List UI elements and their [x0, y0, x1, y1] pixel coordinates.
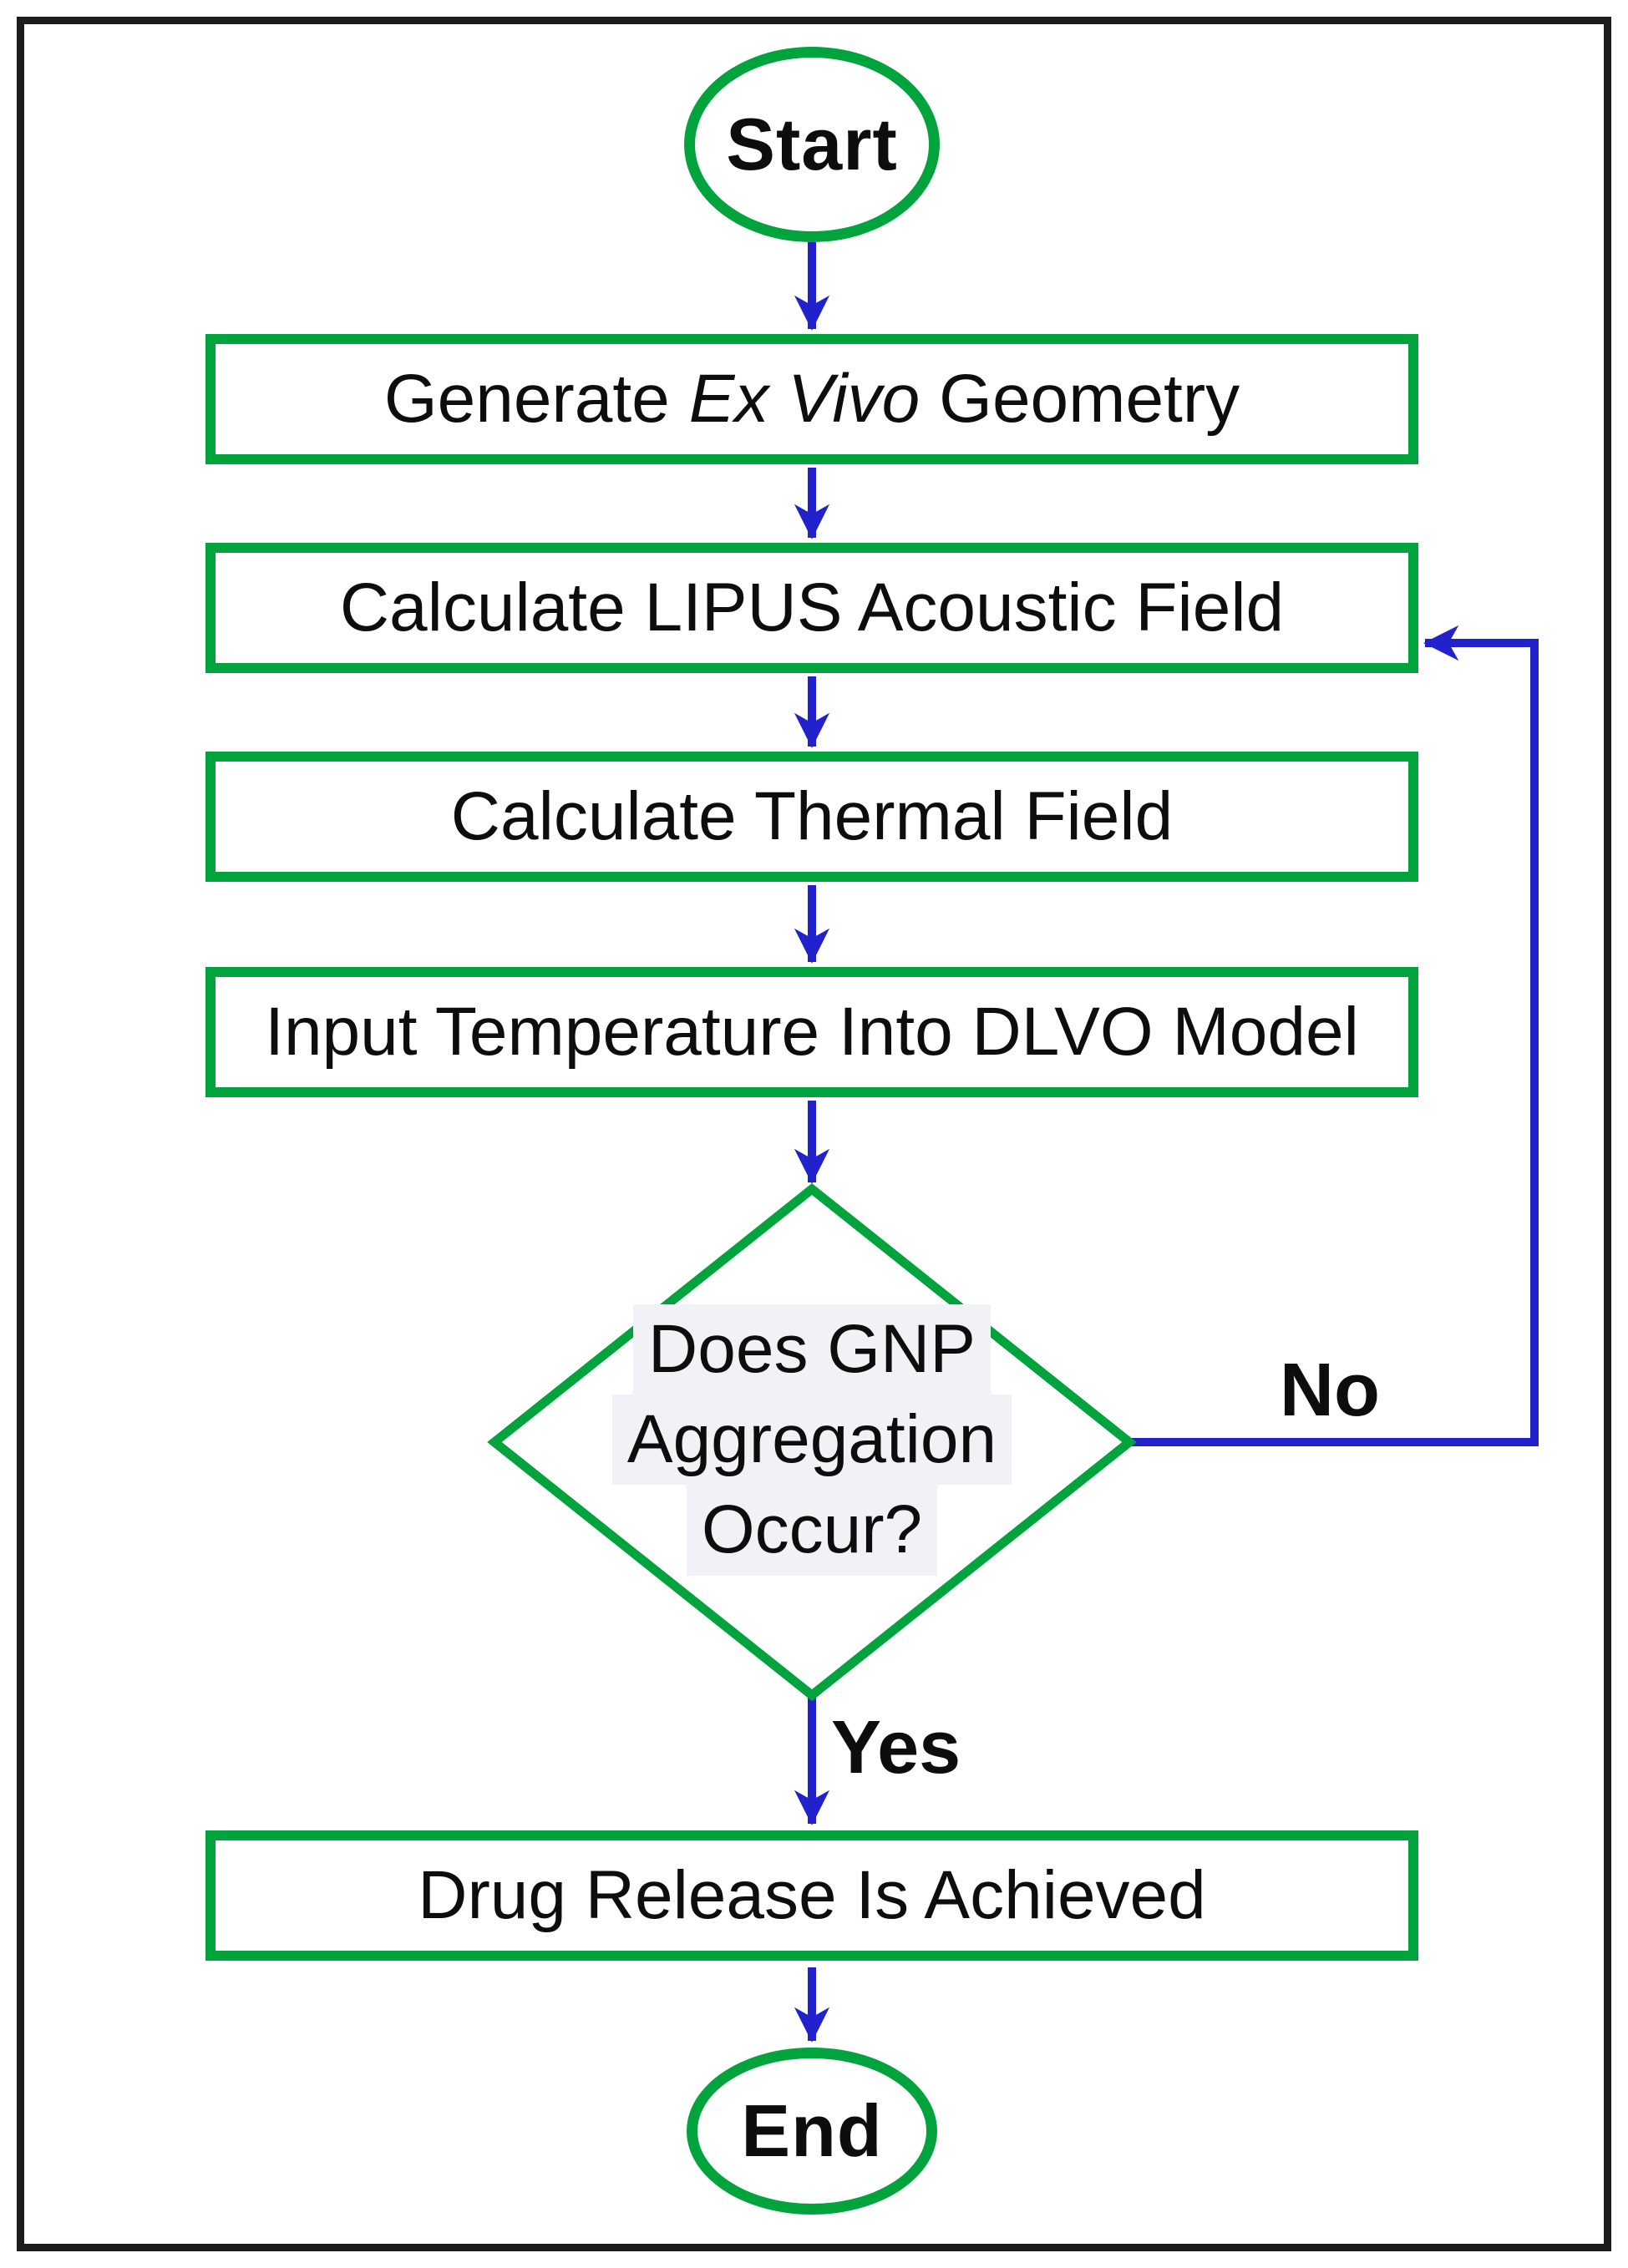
edge-decision-no-loop — [1129, 625, 1539, 1446]
process-drug-release: Drug Release Is Achieved — [205, 1830, 1418, 1961]
generate-geometry-label-italic: Ex Vivo — [688, 361, 921, 437]
decision-label-line3: Occur? — [686, 1485, 938, 1576]
end-node: End — [687, 2048, 937, 2215]
generate-geometry-label-prefix: Generate — [383, 361, 670, 437]
decision-gnp-aggregation-label: Does GNP Aggregation Occur? — [561, 1304, 1063, 1576]
process-calculate-thermal: Calculate Thermal Field — [205, 752, 1418, 882]
process-input-temperature: Input Temperature Into DLVO Model — [205, 967, 1418, 1097]
edge-label-yes: Yes — [831, 1706, 961, 1790]
process-calculate-acoustic: Calculate LIPUS Acoustic Field — [205, 543, 1418, 673]
decision-label-line2: Aggregation — [611, 1395, 1012, 1486]
drug-release-label: Drug Release Is Achieved — [418, 1857, 1206, 1933]
decision-label-line1: Does GNP — [633, 1304, 991, 1395]
edge-label-no: No — [1280, 1349, 1380, 1432]
process-generate-geometry: Generate Ex Vivo Geometry — [205, 334, 1418, 464]
calculate-thermal-label: Calculate Thermal Field — [450, 778, 1174, 854]
end-node-label: End — [741, 2089, 883, 2172]
calculate-acoustic-label: Calculate LIPUS Acoustic Field — [339, 570, 1285, 645]
start-node: Start — [684, 47, 940, 242]
input-temperature-label: Input Temperature Into DLVO Model — [265, 994, 1359, 1070]
generate-geometry-label-suffix: Geometry — [939, 361, 1240, 437]
start-node-label: Start — [726, 103, 898, 185]
